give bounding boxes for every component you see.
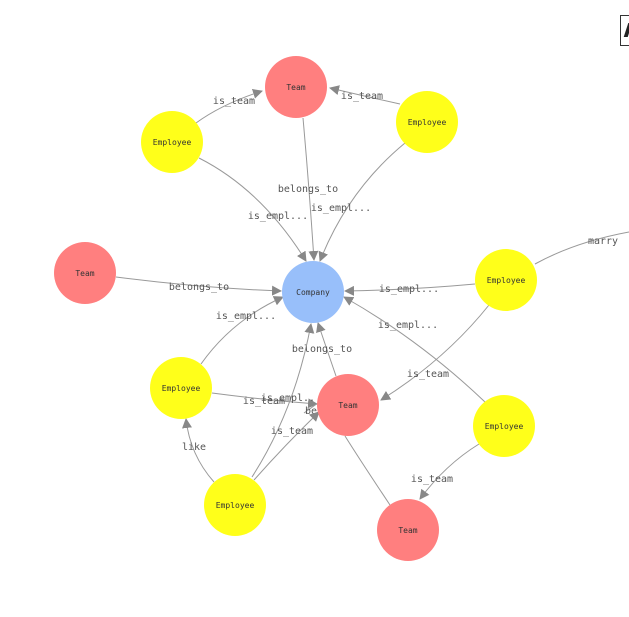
employee-node-circle[interactable] (475, 249, 537, 311)
edge-line[interactable] (419, 443, 480, 500)
edge-e18[interactable]: is_team (411, 443, 480, 500)
edge-line[interactable] (329, 85, 401, 105)
edge-label: is_team (341, 91, 383, 102)
edge-line[interactable] (344, 283, 476, 296)
edge-label: is_empl... (378, 320, 438, 331)
edge-line[interactable] (302, 117, 319, 261)
edge-line[interactable] (195, 89, 263, 124)
edge-e2[interactable]: is_team (329, 85, 401, 105)
employee-node-circle[interactable] (204, 474, 266, 536)
team-node-circle[interactable] (54, 242, 116, 304)
toolbar-glyph-icon (623, 23, 629, 37)
edge-line[interactable] (344, 435, 391, 506)
edge-line[interactable] (343, 296, 486, 403)
edge-label: is_empl... (311, 203, 371, 214)
edge-label: belongs_to (292, 344, 352, 355)
edge-e17[interactable]: like (182, 418, 215, 483)
edge-line[interactable] (211, 392, 318, 409)
edge-e6[interactable]: belongs_to (115, 276, 282, 296)
edge-e11[interactable]: is_empl... (343, 296, 486, 403)
team-node-circle[interactable] (377, 499, 439, 561)
edge-label: is_team (407, 369, 449, 380)
edge-e3[interactable]: belongs_to (278, 117, 338, 261)
toolbar-panel-edge[interactable] (620, 15, 629, 46)
edge-e19[interactable] (344, 435, 391, 506)
node-label: Team (75, 269, 94, 278)
edge-label: is_empl... (379, 284, 439, 295)
edge-line[interactable] (380, 304, 490, 401)
edge-label: marry (588, 236, 618, 247)
team-node-circle[interactable] (317, 374, 379, 436)
node-label: Company (296, 288, 330, 297)
company-node-circle[interactable] (282, 261, 344, 323)
node-label: Employee (485, 422, 524, 431)
node-label: Employee (153, 138, 192, 147)
edge-e5[interactable]: is_empl... (311, 142, 406, 262)
node-employee-top-left[interactable]: Employee (141, 111, 203, 173)
node-team-bottom[interactable]: Team (377, 499, 439, 561)
edge-e14[interactable]: is_empl... (251, 323, 321, 478)
edge-line[interactable] (200, 296, 284, 365)
edge-line[interactable] (318, 142, 406, 262)
edge-label: is_team (271, 426, 313, 437)
edge-line[interactable] (198, 157, 307, 262)
edge-label: is_empl... (248, 211, 308, 222)
edge-label: is_team (411, 474, 453, 485)
edge-e4[interactable]: is_empl... (198, 157, 308, 262)
edge-label: is_team (213, 96, 255, 107)
edge-line[interactable] (115, 276, 282, 296)
edge-e1[interactable]: is_team (195, 89, 263, 124)
edge-e13[interactable]: is_team (211, 392, 318, 409)
edge-line[interactable] (251, 323, 315, 478)
edge-label: is_empl... (216, 311, 276, 322)
edge-e16[interactable]: is_team (253, 411, 320, 481)
edge-label: belongs_to (169, 282, 229, 293)
employee-node-circle[interactable] (150, 357, 212, 419)
edge-label: is_empl... (261, 393, 321, 404)
node-label: Team (338, 401, 357, 410)
node-label: Employee (216, 501, 255, 510)
node-label: Employee (162, 384, 201, 393)
edge-e10[interactable]: is_team (380, 304, 490, 401)
node-team-left[interactable]: Team (54, 242, 116, 304)
node-team-top[interactable]: Team (265, 56, 327, 118)
node-label: Employee (408, 118, 447, 127)
edge-e8[interactable]: is_empl... (344, 283, 476, 296)
node-employee-top-right[interactable]: Employee (396, 91, 458, 153)
edge-label: belongs_to (278, 184, 338, 195)
node-label: Team (286, 83, 305, 92)
edge-e12[interactable]: belongs_to (292, 322, 352, 377)
nodes-layer: TeamEmployeeEmployeeTeamCompanyEmployeeE… (54, 56, 537, 561)
edge-e7[interactable]: is_empl... (200, 296, 284, 365)
edge-line[interactable] (182, 418, 215, 483)
node-employee-bottom[interactable]: Employee (204, 474, 266, 536)
node-employee-mid-left[interactable]: Employee (150, 357, 212, 419)
edge-label: like (182, 442, 206, 453)
employee-node-circle[interactable] (141, 111, 203, 173)
edge-label: is_team (243, 396, 285, 407)
edge-line[interactable] (534, 231, 629, 265)
edge-line[interactable] (303, 402, 319, 414)
employee-node-circle[interactable] (396, 91, 458, 153)
edge-e9[interactable]: marry (534, 231, 629, 265)
team-node-circle[interactable] (265, 56, 327, 118)
node-employee-lower-right[interactable]: Employee (473, 395, 535, 457)
edge-line[interactable] (316, 322, 337, 377)
employee-node-circle[interactable] (473, 395, 535, 457)
node-team-center[interactable]: Team (317, 374, 379, 436)
edge-line[interactable] (253, 411, 320, 481)
node-label: Team (398, 526, 417, 535)
node-company[interactable]: Company (282, 261, 344, 323)
node-label: Employee (487, 276, 526, 285)
node-employee-right[interactable]: Employee (475, 249, 537, 311)
